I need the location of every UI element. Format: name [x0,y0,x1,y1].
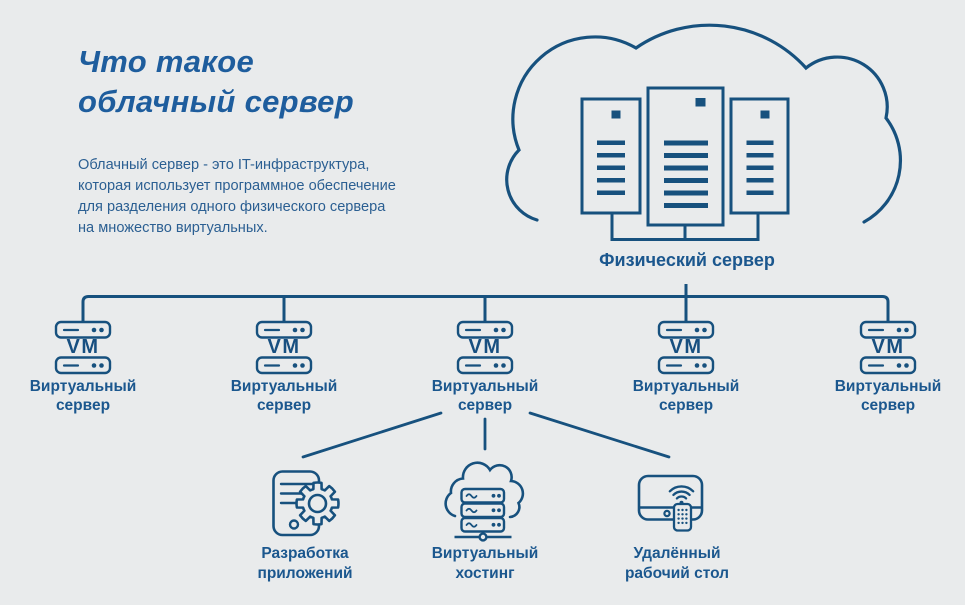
vm-badge-text: VM [67,336,100,358]
page-title: Что такое облачный сервер [78,42,354,122]
server-stack [460,487,506,533]
intro-line: которая использует программное обеспечен… [78,178,396,194]
remote-desktop-icon [637,474,704,532]
physical-server-icon [580,86,790,241]
virtual-server-label-1: Виртуальный сервер [29,378,137,414]
usecase-label-virtual-hosting: Виртуальный хостинг [431,545,539,582]
title-line-1: Что такое [78,44,255,79]
app-development-icon [272,470,340,537]
usecase-label-remote-desktop: Удалённый рабочий стол [624,545,730,582]
virtual-server-label-4: Виртуальный сервер [632,378,740,414]
intro-line: для разделения одного физического сервер… [78,199,386,215]
server-slots-left [597,140,625,195]
vm-badge-text: VM [872,336,905,358]
vm-icon-2: VM [255,320,313,375]
intro-text: Облачный сервер - это IT-инфраструктура,… [78,155,396,239]
virtual-server-label-5: Виртуальный сервер [834,378,942,414]
remote-control-icon [672,502,693,532]
tree-connectors [81,284,890,321]
vm-badge-text: VM [469,336,502,358]
physical-server-label: Физический сервер [599,250,775,270]
server-slots-middle [664,140,708,208]
virtual-server-label-3: Виртуальный сервер [431,378,539,414]
virtual-hosting-icon [444,461,525,542]
vm-badge-text: VM [670,336,703,358]
vm-icon-5: VM [859,320,917,375]
intro-line: Облачный сервер - это IT-инфраструктура, [78,157,370,173]
vm-badge-text: VM [268,336,301,358]
usecase-label-app-development: Разработка приложений [257,545,353,582]
virtual-server-label-2: Виртуальный сервер [230,378,338,414]
wifi-icon [668,485,695,500]
vm-icon-3: VM [456,320,514,375]
server-slots-right [746,140,774,195]
intro-line: на множество виртуальных. [78,220,268,236]
vm-icon-4: VM [657,320,715,375]
usecase-connectors [301,411,671,459]
cloud-icon [505,23,903,224]
title-line-2: облачный сервер [78,84,354,119]
gear-icon [295,481,340,526]
vm-icon-1: VM [54,320,112,375]
